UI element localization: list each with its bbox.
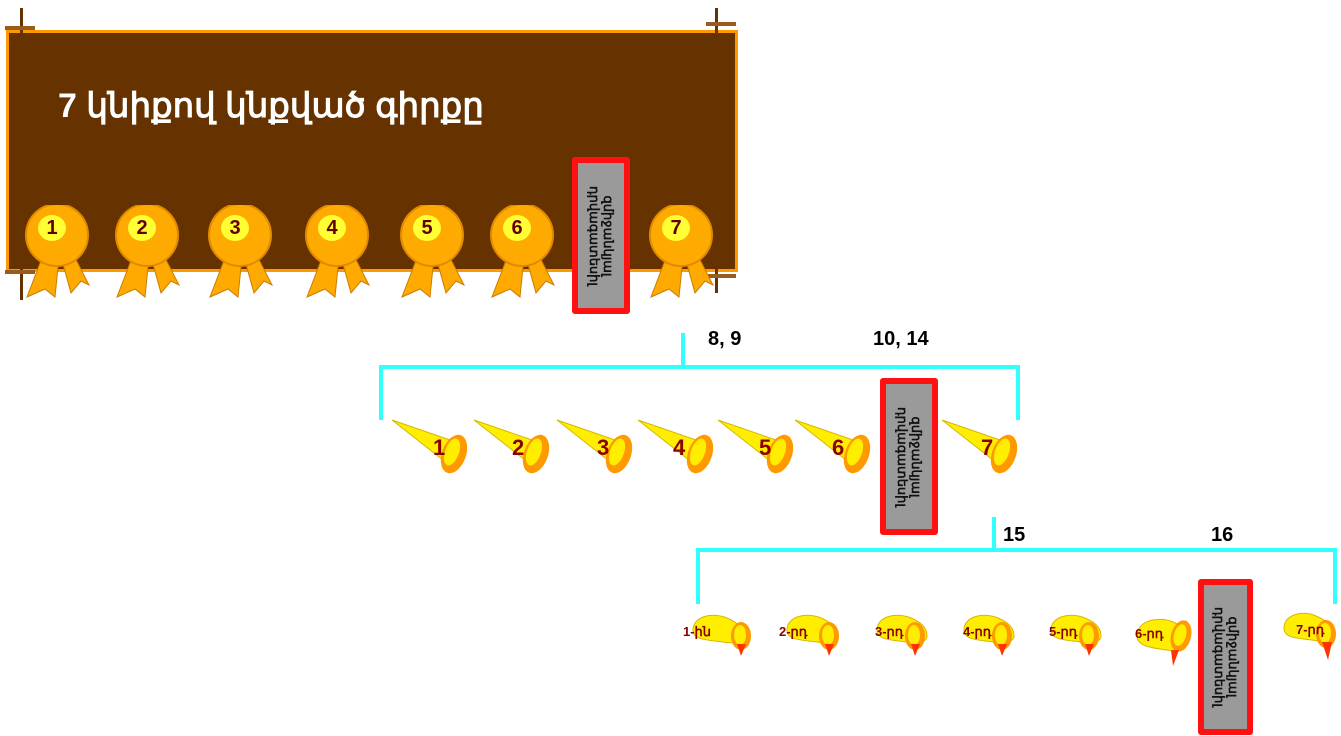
bowl-label: 3-րդ	[875, 624, 904, 639]
bowl-icon: 7-րդ	[1280, 608, 1340, 660]
seal-icon: 4	[305, 203, 371, 305]
seal-icon: 5	[400, 203, 466, 305]
seal-icon: 3	[208, 203, 274, 305]
bowl-label: 1-ին	[683, 624, 712, 639]
scroll-cap	[706, 22, 736, 26]
bowl-label: 6-րդ	[1135, 626, 1164, 641]
interlude-card: զմիջանկյալ դրվագատեսիլ	[572, 157, 630, 314]
bowl-icon: 1-ին	[683, 610, 755, 656]
scroll-rod-left	[20, 8, 23, 300]
trumpet-icon: 5	[716, 418, 796, 478]
scroll-rod-right	[715, 8, 718, 293]
trumpet-number: 7	[981, 435, 994, 460]
bowl-label: 7-րդ	[1296, 622, 1325, 637]
trumpet-number: 4	[673, 435, 686, 460]
section-marker: 10, 14	[873, 328, 929, 350]
trumpet-icon: 1	[390, 418, 470, 478]
section-marker: 8, 9	[708, 328, 742, 350]
trumpet-number: 2	[512, 435, 525, 460]
trumpet-icon: 6	[793, 418, 873, 478]
interlude-card: զմիջանկյալ դրվագատեսիլ	[1198, 579, 1253, 735]
trumpet-icon: 2	[472, 418, 552, 478]
scroll-cap	[5, 26, 35, 30]
section-marker: 16	[1211, 524, 1234, 546]
seal-icon: 1	[25, 203, 91, 305]
bracket-line	[681, 333, 685, 369]
bracket-line	[379, 365, 1020, 369]
interlude-card-text: զմիջանկյալ դրվագատեսիլ	[895, 406, 924, 507]
bowl-label: 2-րդ	[779, 624, 808, 639]
seal-icon: 6	[490, 203, 556, 305]
bracket-line	[696, 548, 1337, 552]
trumpet-number: 3	[597, 435, 610, 460]
seal-number: 7	[662, 215, 690, 241]
bowl-icon: 4-րդ	[960, 610, 1032, 656]
page-title: 7 կնիքով կնքված գիրքը	[58, 87, 484, 125]
bracket-line	[379, 365, 383, 420]
bracket-line	[696, 548, 700, 604]
bowl-label: 4-րդ	[963, 624, 992, 639]
seal-number: 5	[413, 215, 441, 241]
section-marker: 15	[1003, 524, 1026, 546]
seal-number: 2	[128, 215, 156, 241]
interlude-card-text: զմիջանկյալ դրվագատեսիլ	[587, 185, 616, 286]
scroll-cap	[706, 274, 736, 278]
bracket-line	[992, 517, 996, 552]
seal-number: 6	[503, 215, 531, 241]
seal-icon: 7	[649, 203, 715, 305]
trumpet-icon: 7	[940, 418, 1020, 478]
bowl-icon: 5-րդ	[1047, 610, 1119, 656]
interlude-card-text: զմիջանկյալ դրվագատեսիլ	[1211, 607, 1241, 707]
trumpet-icon: 4	[636, 418, 716, 478]
bowl-icon: 2-րդ	[777, 610, 849, 656]
trumpet-number: 6	[832, 435, 845, 460]
bowl-label: 5-րդ	[1049, 624, 1078, 639]
bracket-line	[1333, 548, 1337, 604]
trumpet-number: 1	[433, 435, 446, 460]
trumpet-icon: 3	[555, 418, 635, 478]
seal-icon: 2	[115, 203, 181, 305]
bracket-line	[1016, 365, 1020, 420]
seal-number: 3	[221, 215, 249, 241]
bowl-icon: 6-րդ	[1133, 610, 1205, 666]
seal-number: 1	[38, 215, 66, 241]
seal-number: 4	[318, 215, 346, 241]
interlude-card: զմիջանկյալ դրվագատեսիլ	[880, 378, 938, 535]
bowl-icon: 3-րդ	[871, 610, 943, 656]
scroll-cap	[5, 270, 35, 274]
trumpet-number: 5	[759, 435, 772, 460]
